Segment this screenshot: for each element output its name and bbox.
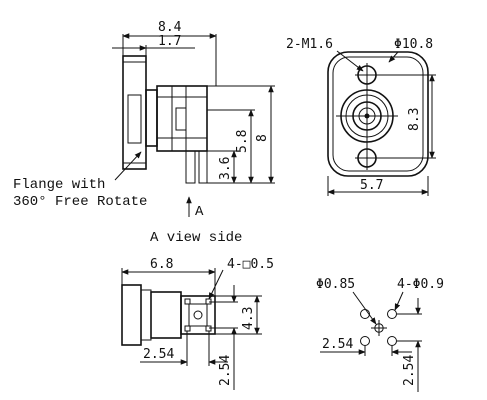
pcb-footprint: Φ0.85 4-Φ0.9 2.54 2.54 — [316, 277, 444, 392]
dim-diameter: Φ10.8 — [394, 37, 433, 52]
pin-hole-bottom-left — [360, 336, 370, 346]
dim-width-total: 8.4 — [158, 20, 182, 35]
bottom-flange — [121, 284, 142, 346]
dim-pitch-x: 2.54 — [143, 347, 174, 362]
pin-left — [185, 150, 196, 184]
dim-flange: 1.7 — [158, 34, 181, 49]
connector-body — [156, 85, 208, 152]
flange-plate — [327, 51, 429, 177]
side-view: 8.4 1.7 8 5.8 3.6 Flange with 360° Free … — [13, 20, 275, 246]
flange-slot — [127, 94, 142, 144]
front-view: 2-M1.6 Φ10.8 8.3 5.7 — [286, 37, 436, 196]
pad-block — [180, 295, 216, 335]
dim-pitch-y: 2.54 — [218, 355, 233, 386]
pin-right — [198, 150, 208, 184]
dim-width-57: 5.7 — [360, 178, 383, 193]
dim-height-outer: 8 — [255, 134, 270, 142]
dim-height-83: 8.3 — [407, 108, 422, 131]
pin-hole-top-left — [360, 309, 370, 319]
dim-fp-pitch-y: 2.54 — [402, 355, 417, 386]
dim-length-68: 6.8 — [150, 257, 173, 272]
dim-fp-pitch-x: 2.54 — [322, 337, 353, 352]
flange-body — [122, 55, 147, 170]
dim-center-hole: Φ0.85 — [316, 277, 355, 292]
flange-note-line2: 360° Free Rotate — [13, 194, 147, 210]
connector-neck — [145, 89, 158, 147]
flange-note-line1: Flange with — [13, 177, 105, 193]
pin-hole-top-right — [387, 309, 397, 319]
dim-height-pin: 3.6 — [218, 157, 233, 180]
view-arrow-letter: A — [195, 204, 204, 220]
pin-hole-bottom-right — [387, 336, 397, 346]
dim-holes: 2-M1.6 — [286, 37, 333, 52]
view-caption: A view side — [150, 230, 242, 246]
dim-height-mid: 5.8 — [235, 130, 250, 153]
bottom-view: 6.8 4-□0.5 4.3 2.54 2.54 — [121, 257, 274, 390]
dim-height-43: 4.3 — [241, 307, 256, 330]
dim-pad: 4-□0.5 — [227, 257, 274, 272]
dim-pin-holes: 4-Φ0.9 — [397, 277, 444, 292]
